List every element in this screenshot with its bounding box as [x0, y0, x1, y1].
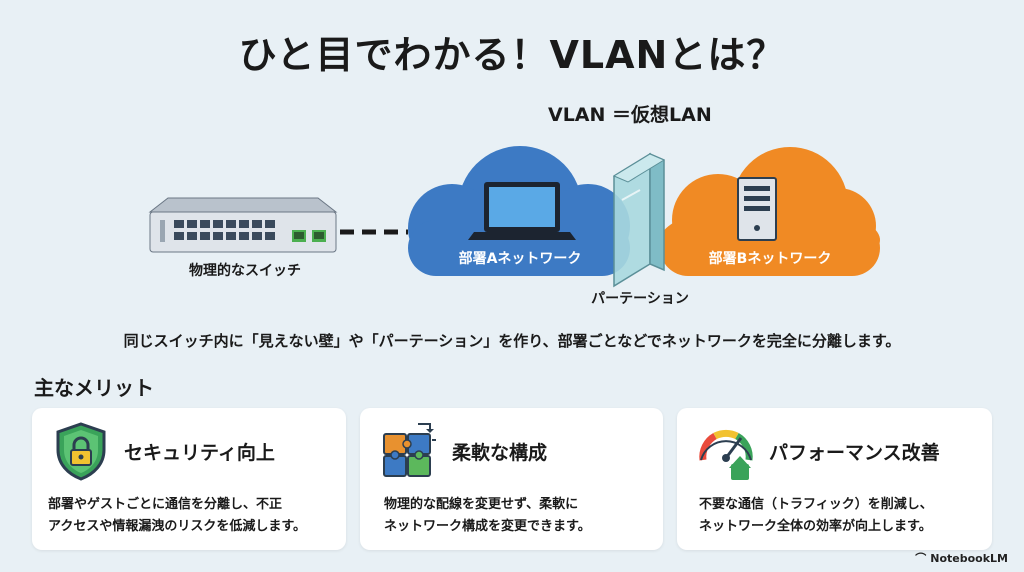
switch-label: 物理的なスイッチ [189, 263, 301, 279]
cloud-b-label: 部署Bネットワーク [708, 251, 832, 267]
puzzle-icon [383, 423, 436, 477]
merit-card-flexibility: 柔軟な構成 物理的な配線を変更せず、柔軟に ネットワーク構成を変更できます。 [360, 408, 663, 550]
merit-body: 物理的な配線を変更せず、柔軟に ネットワーク構成を変更できます。 [384, 497, 591, 534]
server-icon [737, 177, 777, 241]
merit-card-security: セキュリティ向上 部署やゲストごとに通信を分離し、不正 アクセスや情報漏洩のリス… [32, 408, 346, 550]
network-switch-icon [148, 197, 338, 253]
partition-label: パーテーション [591, 291, 689, 307]
page-title: ひと目でわかる！VLANとは？ [238, 33, 786, 77]
merit-title: 柔軟な構成 [452, 442, 548, 464]
vlan-description: 同じスイッチ内に「見えない壁」や「パーテーション」を作り、部署ごとなどでネットワ… [123, 332, 901, 350]
watermark-text: NotebookLM [930, 551, 1008, 565]
merit-body: 部署やゲストごとに通信を分離し、不正 アクセスや情報漏洩のリスクを低減します。 [48, 497, 307, 534]
vlan-definition: VLAN ＝仮想LAN [548, 104, 712, 126]
shield-lock-icon [56, 422, 106, 481]
merit-body: 不要な通信（トラフィック）を削減し、 ネットワーク全体の効率が向上します。 [699, 497, 933, 534]
watermark: ⌒ NotebookLM [915, 550, 1008, 566]
notebooklm-logo-icon: ⌒ [915, 552, 927, 565]
laptop-icon [468, 182, 576, 240]
merit-title: パフォーマンス改善 [769, 442, 940, 464]
speedometer-icon [699, 429, 753, 480]
merit-title: セキュリティ向上 [124, 442, 275, 464]
merit-card-performance: パフォーマンス改善 不要な通信（トラフィック）を削減し、 ネットワーク全体の効率… [677, 408, 992, 550]
glass-partition-icon [612, 152, 666, 288]
merits-heading: 主なメリット [34, 376, 154, 400]
cloud-a-label: 部署Aネットワーク [458, 251, 582, 267]
vlan-diagram [148, 146, 880, 288]
